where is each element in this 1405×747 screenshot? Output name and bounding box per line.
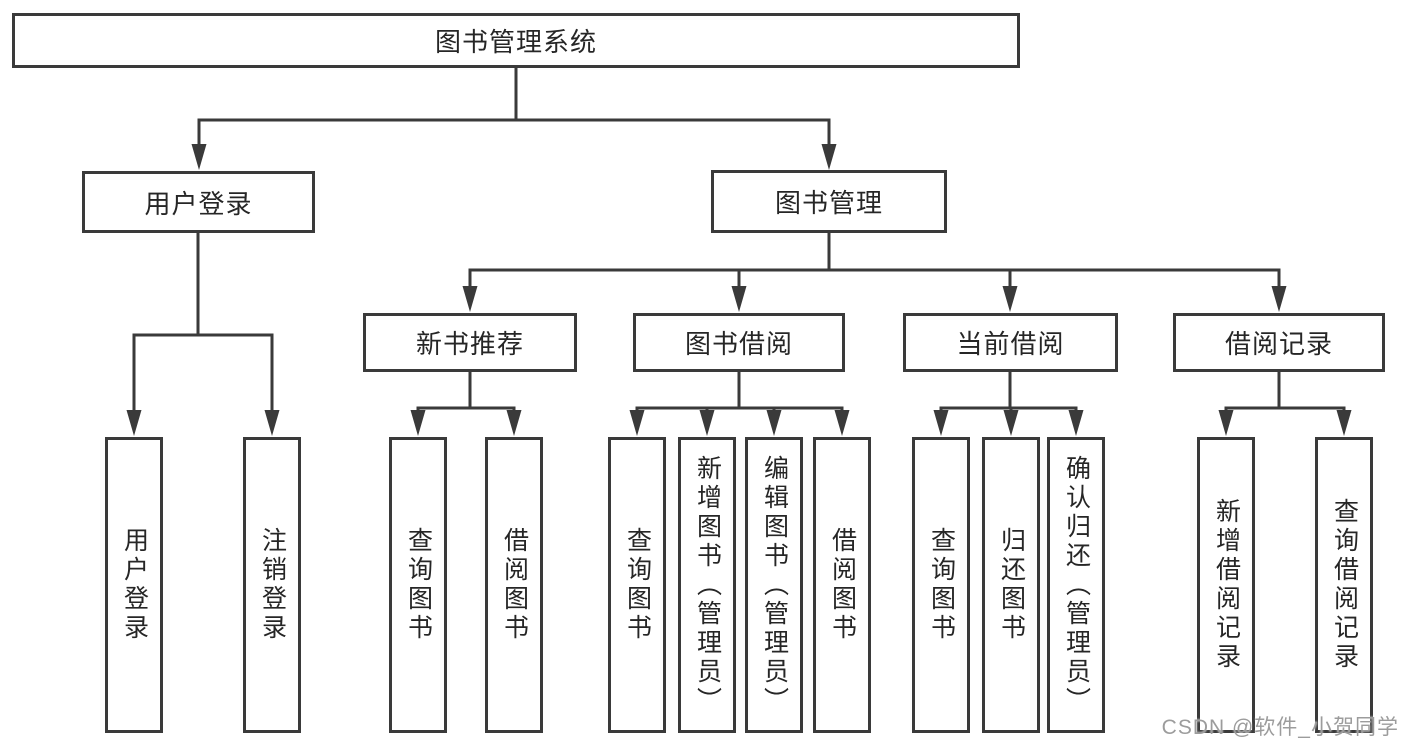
node-label: 新增借阅记录 xyxy=(1212,498,1241,672)
node-label: 查询图书 xyxy=(623,527,652,643)
node-leaf-query-books-2: 查询图书 xyxy=(608,437,666,733)
node-label: 新增图书（管理员） xyxy=(693,454,722,716)
node-new-book-recommend: 新书推荐 xyxy=(363,313,577,372)
node-leaf-edit-books-admin: 编辑图书（管理员） xyxy=(745,437,803,733)
node-label: 查询图书 xyxy=(404,527,433,643)
node-leaf-borrow-books-2: 借阅图书 xyxy=(813,437,871,733)
node-leaf-logout: 注销登录 xyxy=(243,437,301,733)
node-leaf-user-login: 用户登录 xyxy=(105,437,163,733)
node-leaf-return-books: 归还图书 xyxy=(982,437,1040,733)
node-root: 图书管理系统 xyxy=(12,13,1020,68)
node-leaf-query-borrow-record: 查询借阅记录 xyxy=(1315,437,1373,733)
node-book-management: 图书管理 xyxy=(711,170,947,233)
node-leaf-add-books-admin: 新增图书（管理员） xyxy=(678,437,736,733)
node-leaf-confirm-return-admin: 确认归还（管理员） xyxy=(1047,437,1105,733)
node-borrowing-records: 借阅记录 xyxy=(1173,313,1385,372)
node-book-borrowing: 图书借阅 xyxy=(633,313,845,372)
node-current-borrowing: 当前借阅 xyxy=(903,313,1118,372)
node-label: 归还图书 xyxy=(997,527,1026,643)
arrow-down-icon xyxy=(126,144,1352,436)
node-label: 借阅图书 xyxy=(828,527,857,643)
node-user-login: 用户登录 xyxy=(82,171,315,233)
node-label: 用户登录 xyxy=(120,527,149,643)
node-leaf-query-books-1: 查询图书 xyxy=(389,437,447,733)
node-label: 查询图书 xyxy=(927,527,956,643)
node-leaf-borrow-books-1: 借阅图书 xyxy=(485,437,543,733)
node-leaf-query-books-3: 查询图书 xyxy=(912,437,970,733)
watermark: CSDN @软件_小贺同学 xyxy=(1161,716,1399,739)
node-leaf-add-borrow-record: 新增借阅记录 xyxy=(1197,437,1255,733)
node-label: 编辑图书（管理员） xyxy=(760,454,789,716)
node-label: 借阅图书 xyxy=(500,527,529,643)
node-label: 确认归还（管理员） xyxy=(1062,454,1091,716)
node-label: 查询借阅记录 xyxy=(1330,498,1359,672)
node-label: 注销登录 xyxy=(258,527,287,643)
